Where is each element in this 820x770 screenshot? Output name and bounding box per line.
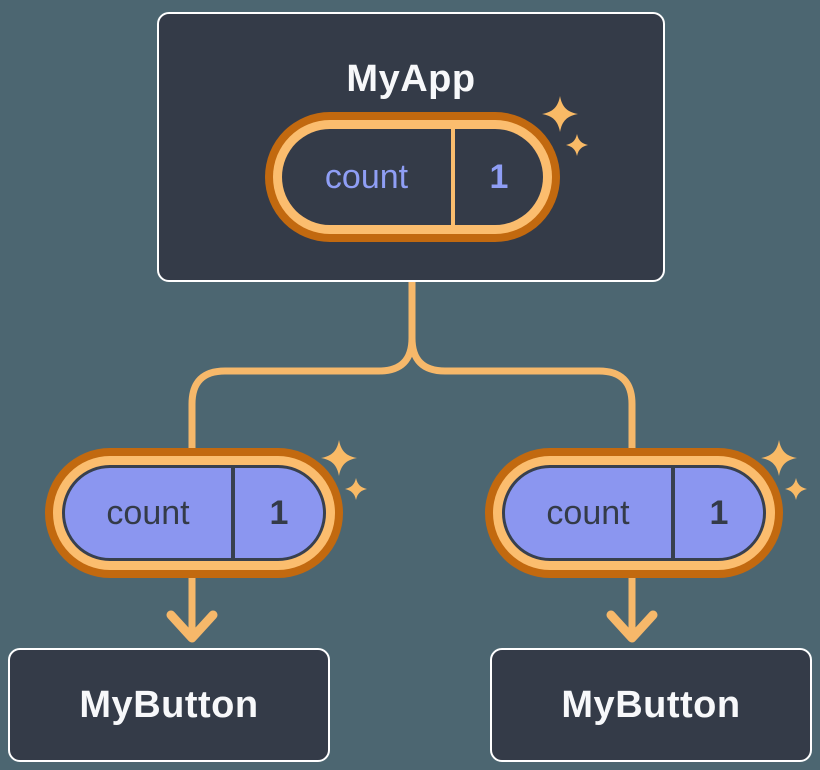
prop-pill-ring: count 1 — [493, 456, 775, 570]
pill-divider — [671, 468, 675, 558]
prop-key-label: count — [106, 493, 190, 532]
arrowhead-left-icon — [166, 610, 218, 643]
prop-value: 1 — [269, 493, 289, 532]
prop-pill-ring: count 1 — [53, 456, 335, 570]
state-key-label: count — [324, 157, 409, 196]
pill-divider — [451, 129, 455, 225]
prop-pill-body: count 1 — [62, 465, 326, 561]
node-myapp-title: MyApp — [346, 58, 476, 100]
state-pill-ring: count 1 — [273, 120, 552, 234]
arrowhead-right-icon — [606, 610, 658, 643]
node-mybutton-left: MyButton — [8, 648, 330, 762]
node-mybutton-right: MyButton — [490, 648, 812, 762]
prop-pill-body: count 1 — [502, 465, 766, 561]
prop-key-label: count — [546, 493, 630, 532]
prop-value: 1 — [709, 493, 729, 532]
state-pill-body: count 1 — [282, 129, 543, 225]
node-mybutton-title: MyButton — [79, 683, 259, 726]
state-pill-myapp: count 1 — [265, 112, 560, 242]
state-value: 1 — [489, 157, 509, 196]
node-mybutton-title: MyButton — [561, 683, 741, 726]
prop-pill-left: count 1 — [45, 448, 343, 578]
prop-pill-right: count 1 — [485, 448, 783, 578]
